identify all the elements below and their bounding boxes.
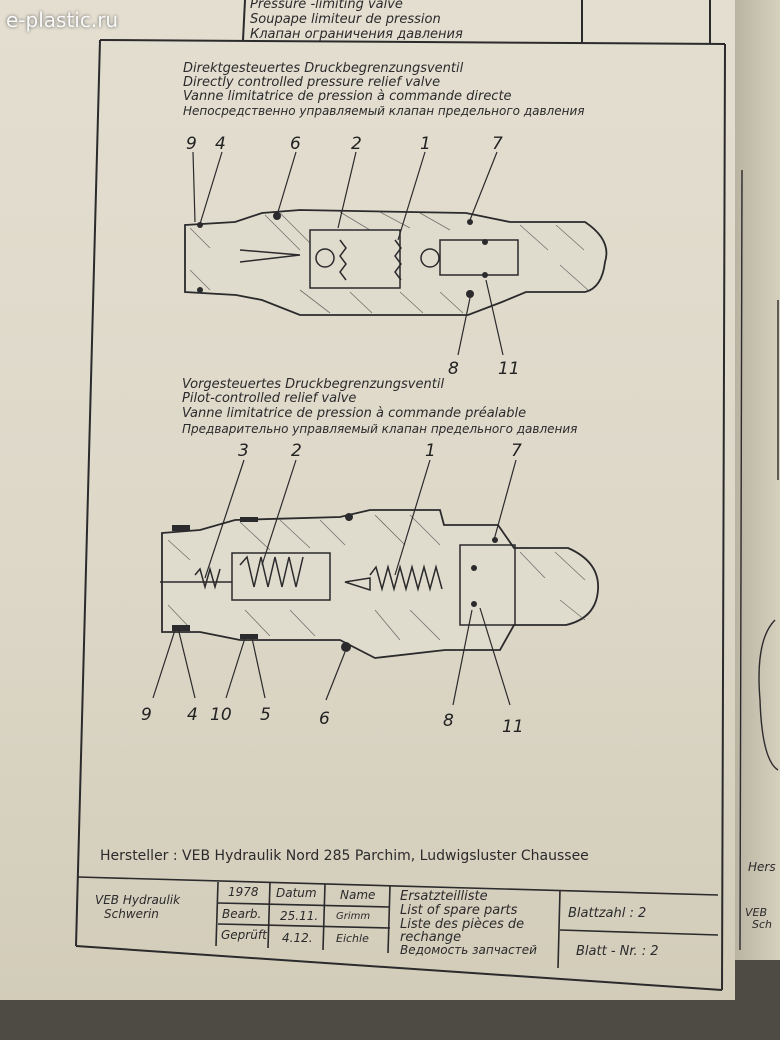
year: 1978 [228, 885, 259, 899]
row1-signature: Grimm [336, 911, 371, 922]
label-7: 7 [492, 134, 503, 154]
company-line-2: Schwerin [104, 907, 159, 921]
label-8: 8 [448, 359, 459, 379]
sheet-count: Blattzahl : 2 [568, 906, 647, 921]
label-10: 10 [210, 705, 232, 725]
right-page-hers: Hers [748, 860, 776, 874]
label-5: 5 [260, 705, 271, 725]
pilot-title-de: Vorgesteuertes Druckbegrenzungsventil [182, 377, 445, 392]
label-1b: 1 [425, 441, 436, 461]
watermark: e-plastic.ru [6, 8, 119, 32]
right-page-veb: VEB [745, 906, 768, 919]
col-name: Name [340, 888, 376, 902]
doc-title-ru: Ведомость запчастей [400, 943, 537, 957]
label-3: 3 [238, 441, 249, 461]
label-2: 2 [351, 134, 362, 154]
direct-title-de: Direktgesteuertes Druckbegrenzungsventil [183, 61, 464, 76]
pilot-title-ru: Предварительно управляемый клапан предел… [182, 422, 578, 436]
company-line-1: VEB Hydraulik [95, 893, 181, 907]
label-6: 6 [290, 134, 301, 154]
label-9b: 9 [141, 705, 152, 725]
row2-date: 4.12. [282, 931, 313, 945]
label-6b: 6 [319, 709, 330, 729]
row1-label: Bearb. [222, 907, 262, 921]
sheet-number: Blatt - Nr. : 2 [576, 944, 659, 959]
row1-date: 25.11. [280, 909, 319, 923]
label-9: 9 [186, 134, 197, 154]
col-date: Datum [276, 886, 317, 900]
row2-signature: Eichle [336, 932, 369, 945]
header-line-1: Pressure -limiting valve [250, 0, 403, 12]
row2-label: Geprüft [221, 928, 267, 942]
header-line-2: Soupape limiteur de pression [250, 12, 441, 27]
label-2b: 2 [291, 441, 302, 461]
valve1-labels: 9 4 6 2 1 7 8 11 [186, 134, 520, 379]
label-4: 4 [215, 134, 226, 154]
next-sheet-edge [735, 0, 780, 960]
doc-title-de: Ersatzteilliste [400, 889, 488, 904]
pilot-title-en: Pilot-controlled relief valve [182, 391, 357, 406]
label-11b: 11 [502, 717, 524, 737]
label-8b: 8 [443, 711, 454, 731]
valve2-labels: 3 2 1 7 9 4 10 5 6 8 11 [141, 441, 524, 737]
direct-title-fr: Vanne limitatrice de pression à commande… [183, 89, 512, 104]
direct-title-en: Directly controlled pressure relief valv… [183, 75, 441, 90]
drawing-sheet [0, 0, 735, 1000]
label-1: 1 [420, 134, 431, 154]
doc-title-fr-1: Liste des pièces de [400, 917, 525, 932]
doc-title-fr-2: rechange [400, 930, 462, 945]
direct-title-ru: Непосредственно управляемый клапан преде… [183, 104, 585, 118]
manufacturer-line: Hersteller : VEB Hydraulik Nord 285 Parc… [100, 848, 589, 864]
label-4b: 4 [187, 705, 198, 725]
header-line-3: Клапан ограничения давления [250, 27, 463, 42]
right-page-sch: Sch [752, 918, 773, 931]
pilot-title-fr: Vanne limitatrice de pression à commande… [182, 406, 527, 421]
label-11: 11 [498, 359, 520, 379]
label-7b: 7 [511, 441, 522, 461]
doc-title-en: List of spare parts [400, 903, 518, 918]
